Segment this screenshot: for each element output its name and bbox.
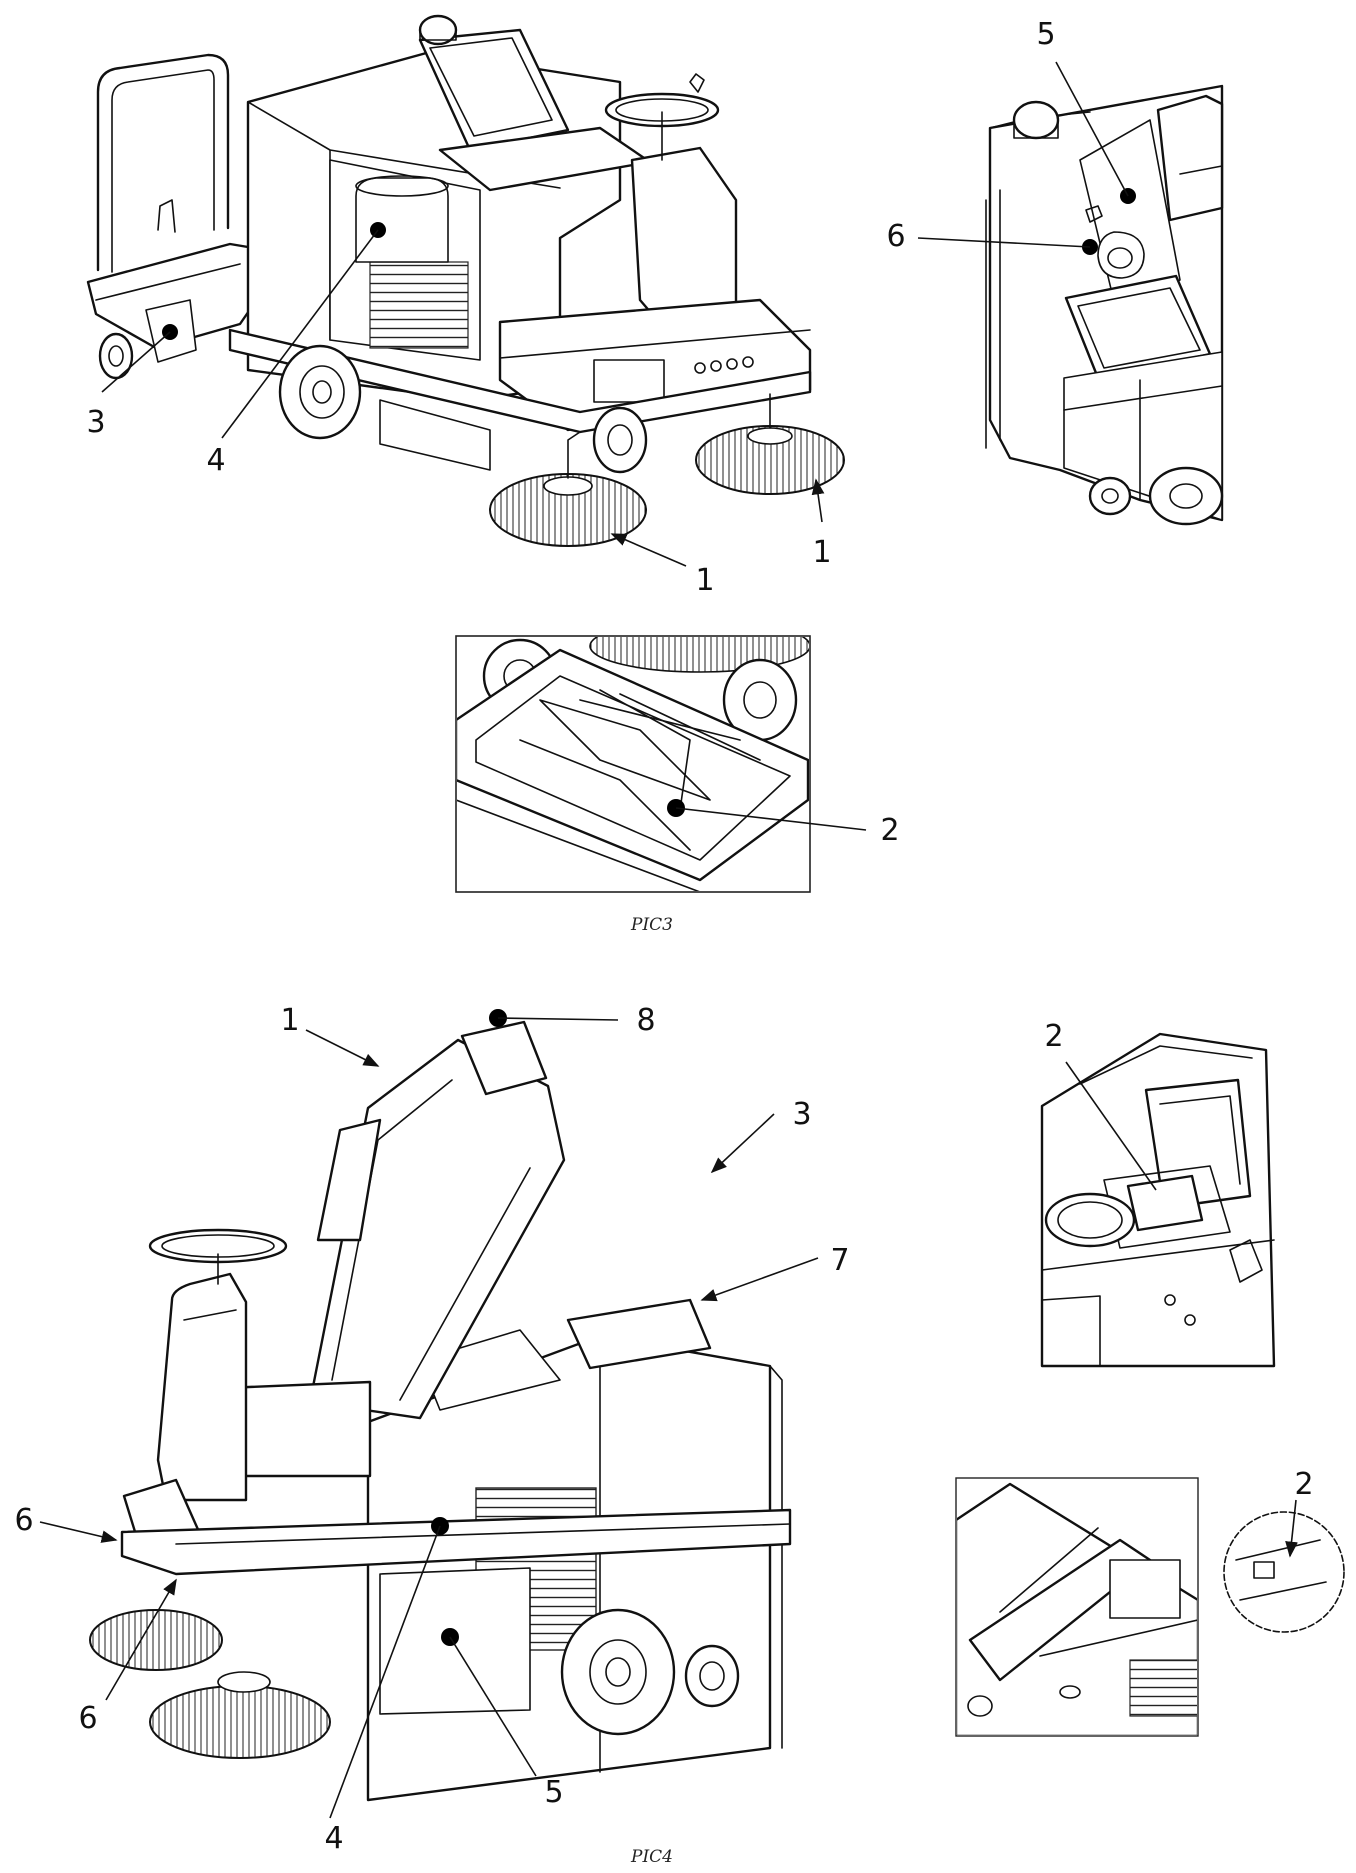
pic4-caption: PIC4	[630, 1847, 673, 1867]
pic4-label-7: 7	[830, 1243, 849, 1278]
pic3-label-3: 3	[86, 405, 105, 440]
pic3-detail-main-brush-drawing	[455, 635, 867, 893]
pic4-side-bottom-drawing	[955, 1477, 1345, 1737]
pic4-label-1: 1	[280, 1003, 299, 1038]
pic4-label-5: 5	[544, 1775, 563, 1810]
pic4-side-bottom-label-2: 2	[1294, 1467, 1313, 1502]
pic4-side-top-drawing	[1040, 1032, 1276, 1368]
pic4-main-sweeper-drawing	[39, 1009, 819, 1819]
pic3-caption: PIC3	[630, 915, 673, 935]
pic4-label-3: 3	[792, 1097, 811, 1132]
pic4-label-4: 4	[324, 1821, 343, 1856]
pic3-label-2: 2	[880, 813, 899, 848]
pic3-label-4: 4	[206, 443, 225, 478]
pic4-label-6a: 6	[14, 1503, 33, 1538]
pic4-label-8: 8	[636, 1003, 655, 1038]
pic3-side-view-drawing	[917, 61, 1224, 526]
pic4-label-6b: 6	[78, 1701, 97, 1736]
pic3-main-sweeper-drawing	[86, 14, 845, 567]
pic3-label-5: 5	[1036, 17, 1055, 52]
pic3-label-6: 6	[886, 219, 905, 254]
pic3-label-1b: 1	[812, 535, 831, 570]
pic3-label-1a: 1	[695, 563, 714, 598]
pic4-side-top-label-2: 2	[1044, 1019, 1063, 1054]
